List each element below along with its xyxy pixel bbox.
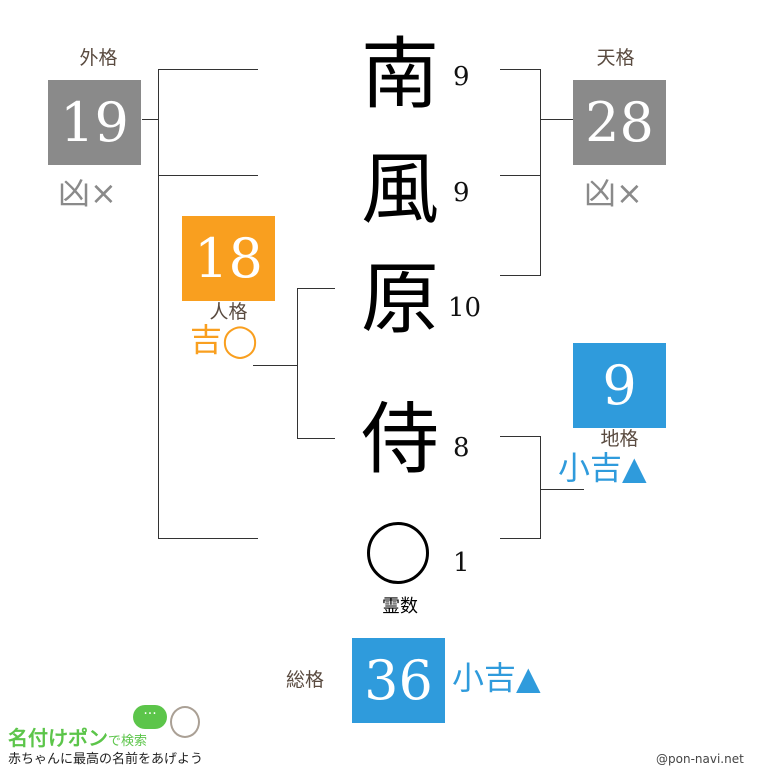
connector xyxy=(142,119,158,120)
speech-bubble-icon: ··· xyxy=(133,705,167,729)
reisu-circle-icon xyxy=(367,522,429,584)
connector xyxy=(500,436,540,437)
gaikaku-label: 外格 xyxy=(79,47,118,69)
name-char: 侍 xyxy=(360,395,439,485)
connector xyxy=(540,489,584,490)
stroke-count: 9 xyxy=(453,62,470,92)
gaikaku-fortune: 凶× xyxy=(58,174,117,212)
logo-suffix: で検索 xyxy=(108,734,148,749)
connector xyxy=(297,288,298,439)
connector xyxy=(500,275,540,276)
connector xyxy=(158,69,258,70)
jinkaku-fortune: 吉◯ xyxy=(190,321,258,359)
logo-tagline: 赤ちゃんに最高の名前をあげよう xyxy=(8,752,204,767)
stroke-count: 1 xyxy=(453,548,470,578)
name-char: 風 xyxy=(360,145,439,235)
tenkaku-fortune: 凶× xyxy=(584,174,643,212)
name-char: 南 xyxy=(360,30,439,120)
tenkaku-label: 天格 xyxy=(596,47,635,69)
connector xyxy=(158,538,258,539)
chikaku-fortune: 小吉▲ xyxy=(558,449,647,487)
stroke-count: 9 xyxy=(453,178,470,208)
logo-title: 名付けポン xyxy=(8,726,108,750)
stroke-count: 8 xyxy=(453,433,470,463)
connector xyxy=(500,69,540,70)
soukaku-label: 総格 xyxy=(285,669,324,691)
connector xyxy=(253,365,297,366)
connector xyxy=(297,438,335,439)
jinkaku-value: 18 xyxy=(182,216,275,301)
chikaku-value: 9 xyxy=(573,343,666,428)
connector xyxy=(297,288,335,289)
chikaku-label: 地格 xyxy=(600,428,639,450)
reisu-label: 霊数 xyxy=(382,596,418,617)
soukaku-fortune: 小吉▲ xyxy=(452,659,541,697)
connector xyxy=(500,538,540,539)
jinkaku-label: 人格 xyxy=(209,301,248,323)
baby-face-icon xyxy=(170,706,200,738)
soukaku-value: 36 xyxy=(352,638,445,723)
connector xyxy=(540,119,573,120)
connector xyxy=(540,69,541,276)
name-char: 原 xyxy=(360,255,439,345)
stroke-count: 10 xyxy=(448,293,482,323)
gaikaku-value: 19 xyxy=(48,80,141,165)
credit: @pon-navi.net xyxy=(656,752,744,766)
connector xyxy=(500,175,540,176)
connector xyxy=(158,69,159,539)
logo[interactable]: 名付けポンで検索 xyxy=(8,722,147,751)
connector xyxy=(158,175,258,176)
connector xyxy=(540,436,541,539)
tenkaku-value: 28 xyxy=(573,80,666,165)
